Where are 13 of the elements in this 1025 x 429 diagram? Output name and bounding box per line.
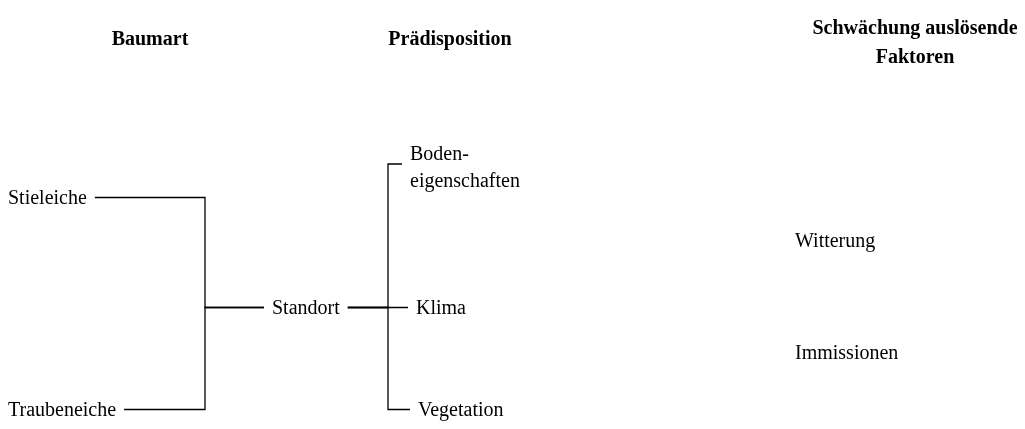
node-label: Klima — [416, 295, 466, 320]
node-label: Traubeneiche — [8, 397, 117, 422]
node-label: Vegetation — [418, 397, 504, 423]
node-label: Immissionen — [795, 340, 899, 365]
column-heading: Prädisposition — [388, 27, 512, 49]
node-label: Witterung — [795, 228, 876, 254]
bracket-line — [347, 306, 411, 411]
bracket-line — [123, 306, 265, 411]
node-label: Standort — [272, 295, 340, 320]
node-label: Stieleiche — [8, 185, 87, 210]
column-heading: Baumart — [111, 27, 189, 49]
node-label: Boden- eigenschaften — [410, 141, 521, 194]
column-heading: Schwächung auslösende Faktoren — [812, 16, 1018, 67]
